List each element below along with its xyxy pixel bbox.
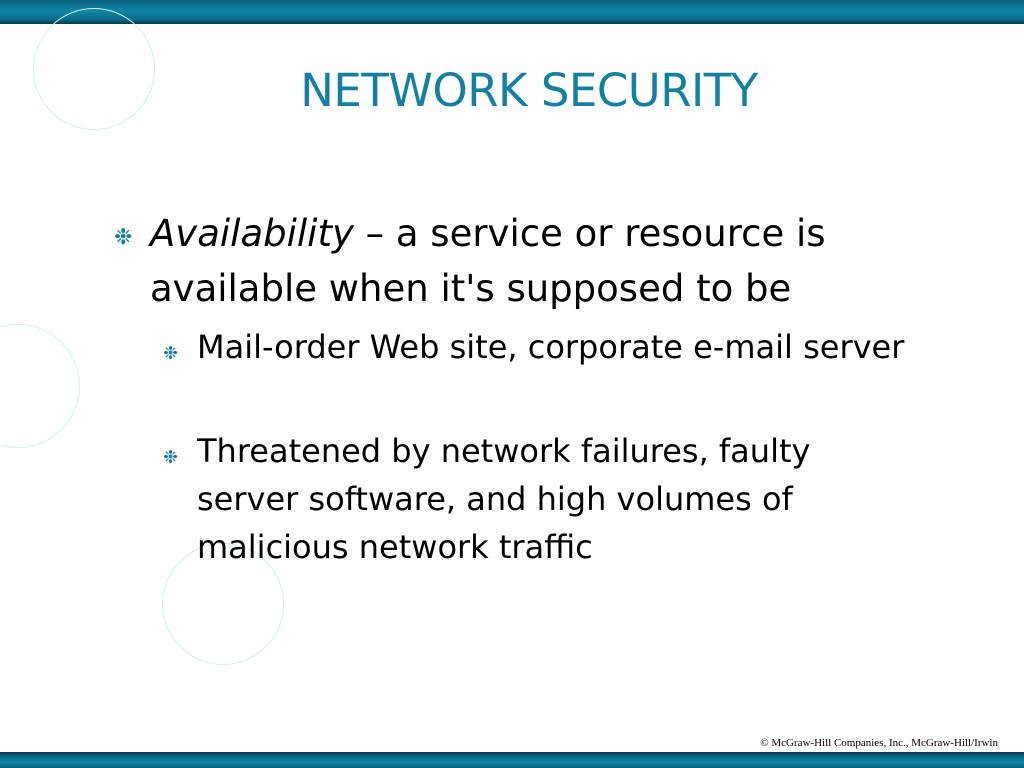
sub-bullet-text: Threatened by network failures, faulty s… <box>197 432 811 566</box>
decorative-circle <box>0 324 80 448</box>
bullet-icon: ❉ <box>163 343 179 364</box>
decorative-circle <box>33 8 155 130</box>
top-band <box>0 0 1024 24</box>
bottom-band <box>0 752 1024 768</box>
bullet-definition: – a service or resource is available whe… <box>150 212 826 310</box>
bullet-icon: ❉ <box>114 225 133 250</box>
main-bullet-text: Availability – a service or resource is … <box>150 206 950 316</box>
slide-title: NETWORK SECURITY <box>300 64 758 117</box>
copyright-footer: © McGraw-Hill Companies, Inc., McGraw-Hi… <box>760 737 998 749</box>
bullet-term: Availability <box>150 212 354 255</box>
decorative-circle <box>162 543 284 665</box>
sub-bullet-text: Mail-order Web site, corporate e-mail se… <box>197 328 905 366</box>
bullet-icon: ❉ <box>163 447 179 468</box>
